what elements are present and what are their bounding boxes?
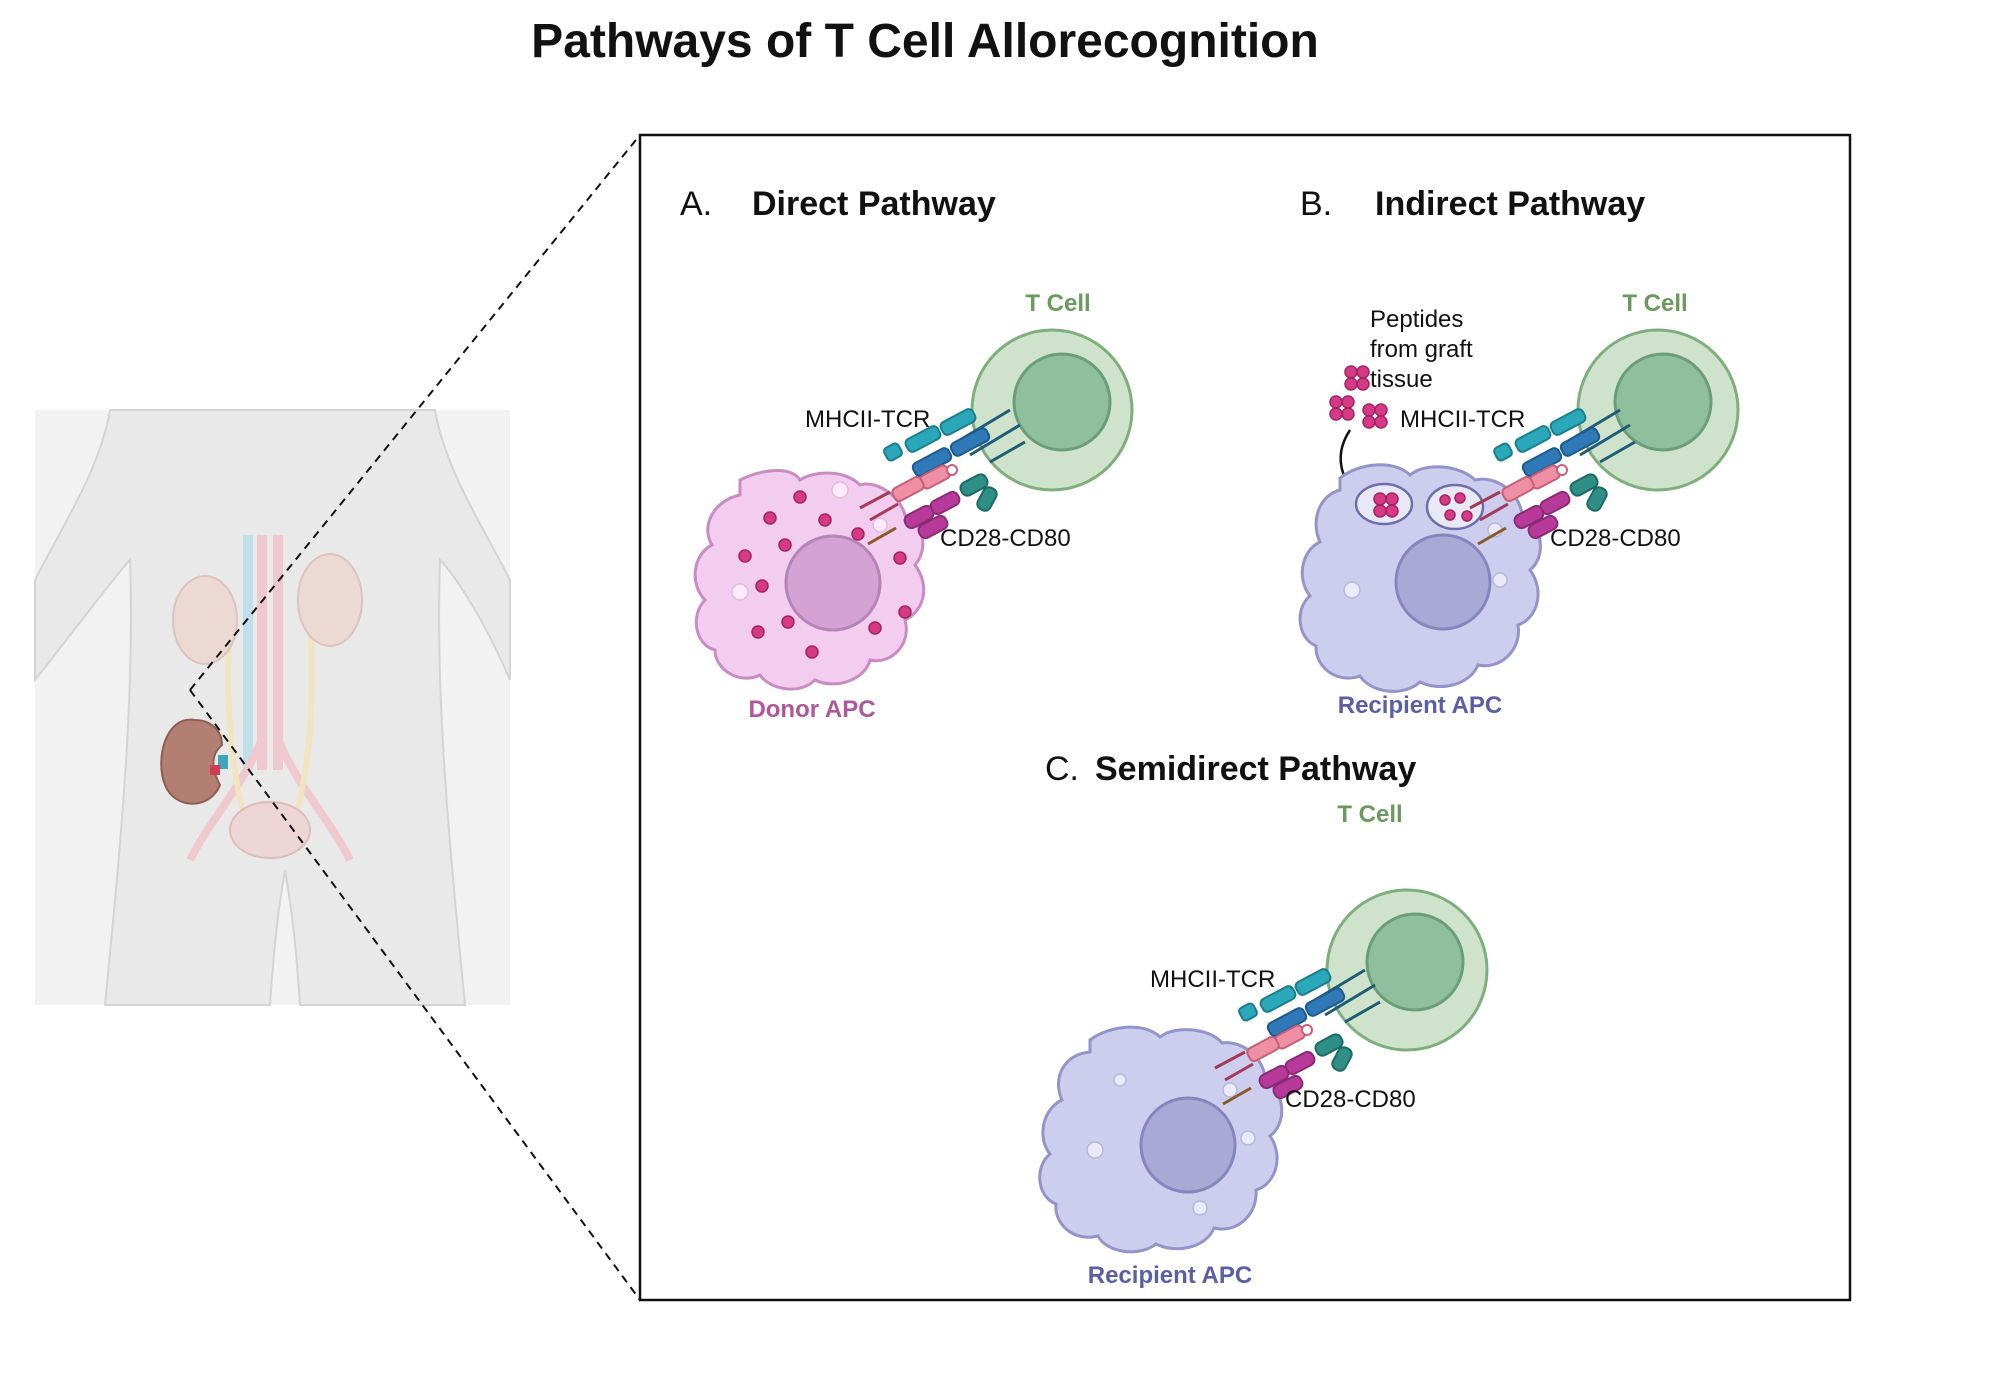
body-illustration bbox=[34, 409, 511, 1006]
t-cell-nucleus bbox=[1613, 352, 1713, 452]
panel-indirect: B. Indirect Pathway T Cell Peptides from… bbox=[1298, 185, 1740, 719]
t-cell-nucleus bbox=[1012, 352, 1112, 452]
mhc-tcr-label: MHCII-TCR bbox=[805, 406, 930, 433]
native-kidney-right bbox=[297, 553, 363, 647]
transplanted-kidney bbox=[160, 718, 224, 805]
cd28-cd80-label: CD28-CD80 bbox=[1285, 1086, 1416, 1113]
figure-title: Pathways of T Cell Allorecognition bbox=[531, 15, 1319, 68]
peptide-cluster bbox=[1344, 365, 1370, 391]
t-cell-label: T Cell bbox=[1337, 801, 1402, 828]
panel-semidirect: C. Semidirect Pathway T Cell MHCII-TCR C… bbox=[1038, 750, 1489, 1289]
recipient-apc-label: Recipient APC bbox=[1338, 692, 1502, 719]
zoom-line-top bbox=[189, 134, 641, 691]
peptides-label-line-1: Peptides bbox=[1370, 306, 1463, 333]
native-kidney-left bbox=[172, 575, 238, 665]
donor-apc-granules bbox=[738, 490, 912, 659]
panel-letter-a: A. bbox=[680, 185, 712, 223]
panel-title-direct: Direct Pathway bbox=[752, 185, 996, 223]
panel-title-semidirect: Semidirect Pathway bbox=[1095, 750, 1416, 788]
recipient-apc-label: Recipient APC bbox=[1088, 1262, 1252, 1289]
panel-direct: A. Direct Pathway T Cell MHCII-TCR CD28-… bbox=[680, 185, 1134, 723]
t-cell-label: T Cell bbox=[1025, 290, 1090, 317]
t-cell-label: T Cell bbox=[1622, 290, 1687, 317]
panel-letter-c: C. bbox=[1045, 750, 1079, 788]
zoom-line-bottom bbox=[189, 689, 641, 1301]
bladder bbox=[229, 801, 311, 859]
recipient-apc-nucleus bbox=[1139, 1096, 1237, 1194]
peptide-cluster bbox=[1362, 403, 1388, 429]
donor-apc-nucleus bbox=[784, 534, 882, 632]
cd28-cd80-label: CD28-CD80 bbox=[1550, 525, 1681, 552]
cd28-cd80-label: CD28-CD80 bbox=[940, 525, 1071, 552]
panel-title-indirect: Indirect Pathway bbox=[1375, 185, 1645, 223]
peptide-cluster bbox=[1329, 395, 1355, 421]
peptides-label-line-2: from graft bbox=[1370, 336, 1473, 363]
panel-letter-b: B. bbox=[1300, 185, 1332, 223]
recipient-apc-nucleus bbox=[1394, 533, 1492, 631]
mhc-tcr-label: MHCII-TCR bbox=[1400, 406, 1525, 433]
endosome-peptides bbox=[1439, 492, 1473, 522]
t-cell-nucleus bbox=[1365, 912, 1465, 1012]
mhc-tcr-label: MHCII-TCR bbox=[1150, 966, 1275, 993]
donor-apc-label: Donor APC bbox=[748, 696, 875, 723]
peptides-label-line-3: tissue bbox=[1370, 366, 1433, 393]
pathways-panel-frame bbox=[638, 133, 1852, 1302]
